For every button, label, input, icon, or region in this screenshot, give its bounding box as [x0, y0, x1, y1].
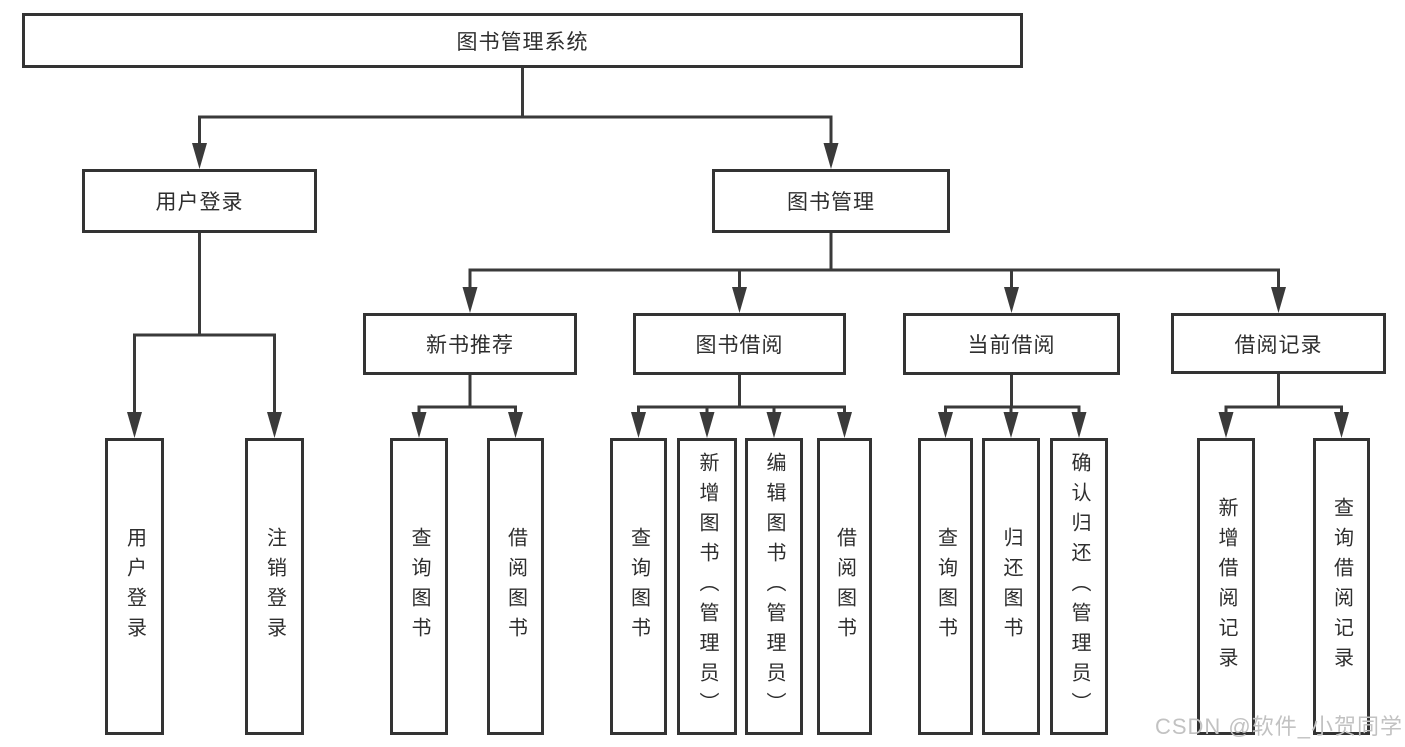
arrowhead-icon [1003, 412, 1019, 438]
node-query-books-recommend: 查询图书 [390, 438, 448, 735]
connector-path [417, 375, 517, 418]
node-label-current-borrowing: 当前借阅 [967, 334, 1056, 357]
node-edit-books-admin: 编辑图书（管理员） [745, 438, 803, 735]
node-user-login-leaf: 用户登录 [105, 438, 164, 735]
node-label-book-management: 图书管理 [787, 191, 875, 214]
arrowhead-icon [462, 287, 478, 313]
arrowhead-icon [1334, 412, 1349, 438]
node-label-logout: 注销登录 [263, 526, 286, 647]
node-label-query-books-borrowing: 查询图书 [627, 526, 650, 647]
node-label-return-books: 归还图书 [1000, 526, 1022, 647]
arrowhead-icon [127, 412, 142, 438]
node-label-edit-books-admin: 编辑图书（管理员） [763, 451, 785, 722]
node-add-borrow-record: 新增借阅记录 [1197, 438, 1255, 735]
node-add-books-admin: 新增图书（管理员） [677, 438, 737, 735]
node-query-books-current: 查询图书 [918, 438, 973, 735]
connector-path [637, 375, 846, 418]
node-book-management: 图书管理 [712, 169, 950, 233]
node-label-borrowing-records: 借阅记录 [1234, 333, 1323, 357]
node-book-borrowing: 图书借阅 [633, 313, 846, 375]
arrowhead-icon [1004, 287, 1019, 313]
node-label-add-books-admin: 新增图书（管理员） [696, 451, 718, 722]
node-label-query-borrow-record: 查询借阅记录 [1330, 496, 1353, 677]
node-label-borrow-books-recommend: 借阅图书 [504, 526, 527, 647]
arrowhead-icon [192, 143, 207, 169]
node-label-confirm-return-admin: 确认归还（管理员） [1068, 451, 1090, 722]
node-label-add-borrow-record: 新增借阅记录 [1215, 496, 1237, 677]
arrowhead-icon [938, 412, 953, 438]
node-return-books: 归还图书 [982, 438, 1040, 735]
node-confirm-return-admin: 确认归还（管理员） [1050, 438, 1108, 735]
arrowhead-icon [766, 412, 782, 438]
arrowhead-icon [411, 412, 427, 438]
arrowhead-icon [823, 143, 839, 169]
arrowhead-icon [631, 412, 646, 438]
arrowhead-icon [508, 412, 523, 438]
arrowhead-icon [1218, 412, 1234, 438]
arrowhead-icon [699, 412, 715, 438]
connector-path [133, 233, 276, 418]
node-borrow-books-recommend: 借阅图书 [487, 438, 544, 735]
node-label-user-login: 用户登录 [155, 191, 244, 214]
node-label-user-login-leaf: 用户登录 [123, 526, 146, 647]
arrowhead-icon [837, 412, 852, 438]
node-label-book-borrowing: 图书借阅 [695, 334, 784, 357]
arrowhead-icon [1071, 412, 1087, 438]
watermark: CSDN @软件_小贺同学 [1154, 714, 1403, 739]
node-label-query-books-recommend: 查询图书 [408, 526, 430, 647]
connector-path [944, 375, 1081, 418]
connector-path [468, 233, 1280, 293]
node-label-new-book-recommend: 新书推荐 [426, 334, 514, 357]
node-new-book-recommend: 新书推荐 [363, 313, 577, 375]
node-root: 图书管理系统 [22, 13, 1023, 68]
node-query-borrow-record: 查询借阅记录 [1313, 438, 1370, 735]
node-user-login: 用户登录 [82, 169, 317, 233]
node-query-books-borrowing: 查询图书 [610, 438, 667, 735]
arrowhead-icon [732, 287, 747, 313]
node-current-borrowing: 当前借阅 [903, 313, 1120, 375]
connector-path [198, 68, 833, 149]
node-borrowing-records: 借阅记录 [1171, 313, 1386, 374]
connector-path [1224, 374, 1343, 418]
node-label-query-books-current: 查询图书 [934, 526, 957, 647]
node-borrow-books: 借阅图书 [817, 438, 872, 735]
arrowhead-icon [267, 412, 282, 438]
node-label-borrow-books: 借阅图书 [833, 526, 856, 647]
node-logout: 注销登录 [245, 438, 304, 735]
arrowhead-icon [1271, 287, 1286, 313]
node-label-root: 图书管理系统 [456, 30, 589, 54]
